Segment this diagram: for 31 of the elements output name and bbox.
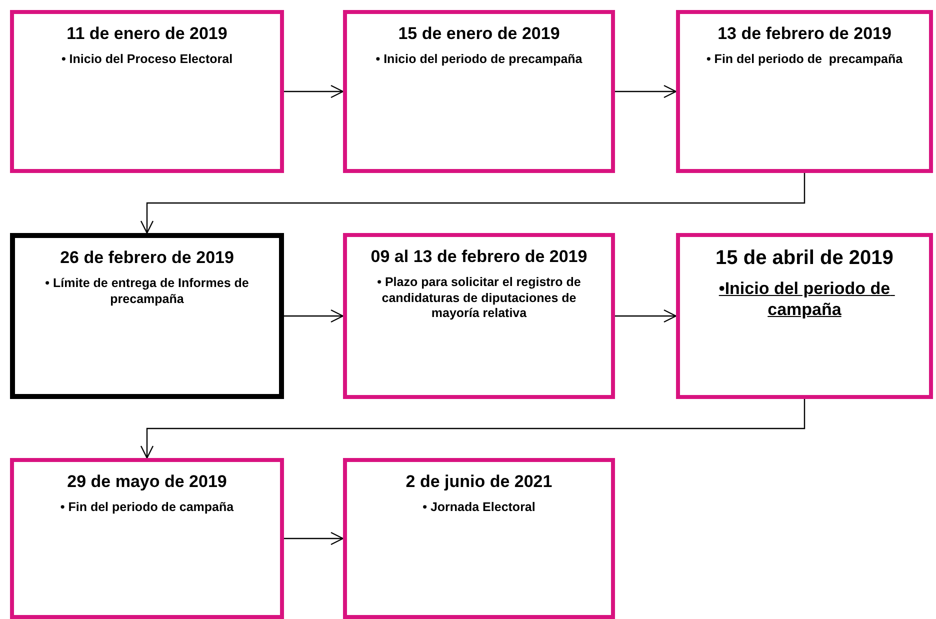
arrow [284,309,344,323]
arrow [140,173,806,234]
event-box [676,10,933,173]
event-date: 15 de abril de 2019 [716,247,894,270]
arrow [284,532,344,546]
event-date: 09 al 13 de febrero de 2019 [370,247,588,267]
event-box [10,458,284,619]
arrow [140,399,806,459]
event-description: • Inicio del Proceso Electoral [60,52,234,68]
event-description: • Fin del periodo de precampaña [705,52,904,68]
event-description: • Fin del periodo de campaña [59,500,235,516]
event-date: 13 de febrero de 2019 [718,24,892,44]
event-date: 11 de enero de 2019 [66,24,228,44]
event-date: 2 de junio de 2021 [406,472,552,492]
event-box [10,233,284,399]
event-date: 26 de febrero de 2019 [60,248,234,268]
event-description: • Inicio del periodo de precampaña [374,52,584,68]
event-box [676,233,933,399]
event-date: 15 de enero de 2019 [398,24,560,44]
arrow [615,84,677,98]
event-description: • Plazo para solicitar el registro de candidaturas de diputaciones de mayoría relativa [376,275,582,322]
event-box [10,10,284,173]
event-box [343,458,615,619]
event-box [343,233,615,399]
arrow [615,309,677,323]
event-description: • Jornada Electoral [422,500,536,516]
event-box [343,10,615,173]
event-date: 29 de mayo de 2019 [67,472,227,492]
event-description: •Inicio del periodo de campaña [718,278,892,320]
arrow [284,84,344,98]
event-description: • Límite de entrega de Informes de precampaña [44,276,250,308]
